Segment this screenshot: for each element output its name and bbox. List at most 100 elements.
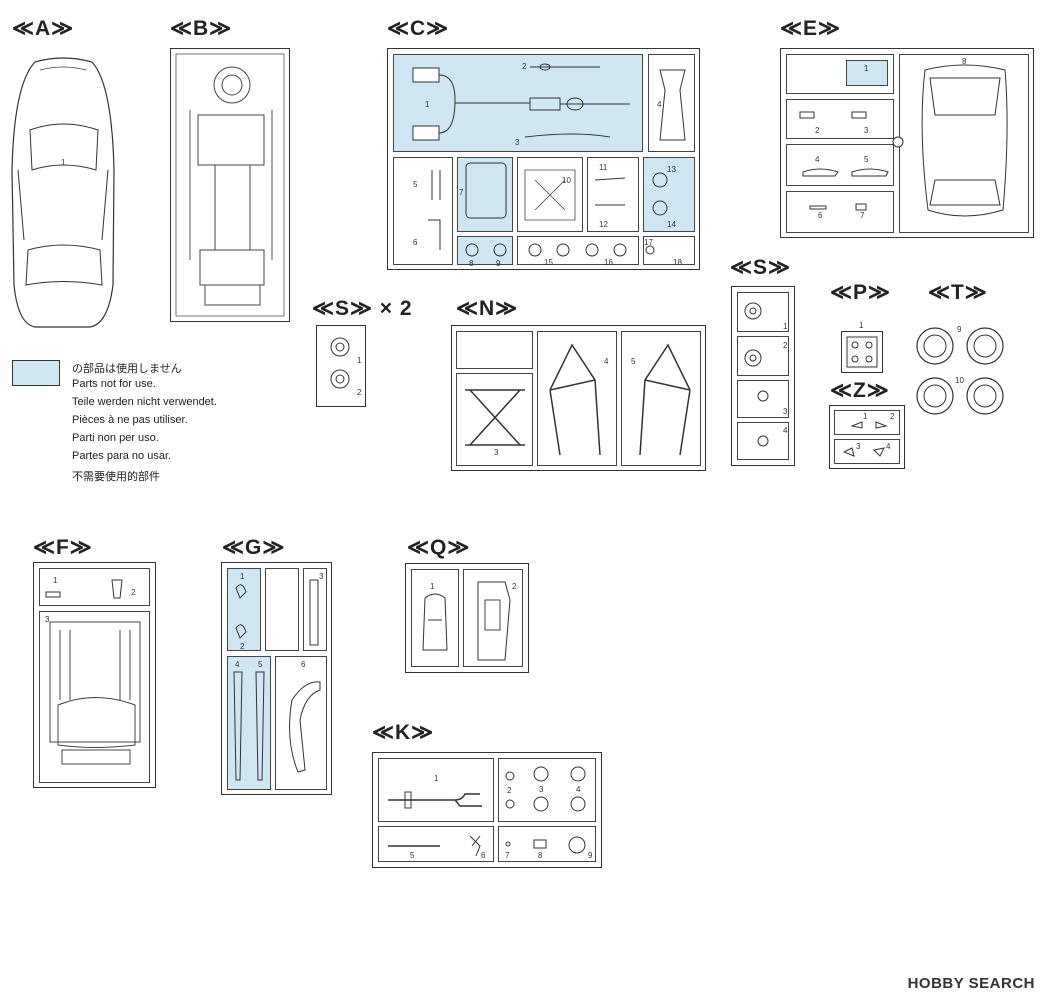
sprue-q-title: ≪Q≫ [407, 536, 471, 559]
part-label: 5 [631, 357, 636, 366]
part-label: 7 [505, 851, 510, 860]
part-label: 1 [357, 356, 362, 365]
sprue-c-cell-15-16 [517, 236, 639, 265]
part-label: 6 [481, 851, 486, 860]
part-label: 3 [856, 442, 861, 451]
sprue-g-cell-1-2 [227, 568, 261, 651]
sprue-g-cell-empty [265, 568, 299, 651]
sprue-e-title: ≪E≫ [780, 17, 841, 40]
sprue-g-title: ≪G≫ [222, 536, 286, 559]
sprue-n-cell-top [456, 331, 533, 369]
part-label: 3 [319, 572, 324, 581]
legend-line-zh: 不需要使用的部件 [72, 471, 160, 483]
legend-line-ja: の部品は使用しません [72, 363, 182, 375]
part-label: 2 [357, 388, 362, 397]
sprue-k-title: ≪K≫ [372, 721, 435, 744]
watermark-logo: HOBBY SEARCH [908, 975, 1035, 992]
part-label: 2 [131, 588, 136, 597]
sprue-a-title: ≪A≫ [12, 17, 75, 40]
part-label: 3 [783, 407, 788, 416]
part-label: 10 [955, 376, 964, 385]
sprue-c-title: ≪C≫ [387, 17, 450, 40]
part-label: 3 [515, 138, 520, 147]
part-label: 1 [425, 100, 430, 109]
sprue-g-cell-3 [303, 568, 327, 651]
part-label: 2 [507, 786, 512, 795]
part-label: 2 [815, 126, 820, 135]
sprue-z-title: ≪Z≫ [830, 379, 890, 402]
sprue-s-x2-frame [316, 325, 366, 407]
part-label: 6 [301, 660, 306, 669]
sprue-t-title: ≪T≫ [928, 281, 988, 304]
part-label: 5 [864, 155, 869, 164]
sprue-n-cell-3 [456, 373, 533, 466]
part-label: 3 [864, 126, 869, 135]
sprue-q-cell-1 [411, 569, 459, 667]
part-label: 5 [413, 180, 418, 189]
sprue-g-cell-6 [275, 656, 327, 790]
sprue-b-title: ≪B≫ [170, 17, 233, 40]
part-label: 18 [673, 258, 682, 267]
sprue-z-cell-1-2 [834, 410, 900, 435]
part-label: 3 [494, 448, 499, 457]
part-label: 14 [667, 220, 676, 229]
sprue-n-cell-5 [621, 331, 701, 466]
part-label: 9 [957, 325, 962, 334]
sprue-k-cell-1 [378, 758, 494, 822]
part-label: 8 [538, 851, 543, 860]
part-label: 2 [240, 642, 245, 651]
part-label: 2 [783, 341, 788, 350]
part-label: 7 [459, 188, 464, 197]
part-label: 2 [890, 412, 895, 421]
part-label: 13 [667, 165, 676, 174]
watermark-text: HOBBY SEARCH [907, 975, 1035, 992]
part-label: 3 [539, 785, 544, 794]
part-label: 1 [240, 572, 245, 581]
part-label: 1 [783, 322, 788, 331]
part-label: 9 [588, 851, 593, 860]
part-label: 1 [430, 582, 435, 591]
sprue-p-frame [841, 331, 883, 373]
sprue-f-cell-3 [39, 611, 150, 783]
part-label: 1 [863, 412, 868, 421]
part-label: 4 [576, 785, 581, 794]
part-label: 12 [599, 220, 608, 229]
sprue-n-title: ≪N≫ [456, 297, 519, 320]
sprue-c-cell-11-12 [587, 157, 639, 232]
legend-line-es: Partes para no usar. [72, 450, 172, 462]
part-label: 1 [61, 158, 66, 167]
legend-swatch [12, 360, 60, 386]
sprue-s-cell-3 [737, 380, 789, 418]
part-label: 2 [512, 582, 517, 591]
part-label: 4 [783, 426, 788, 435]
part-label: 17 [644, 238, 653, 247]
sprue-z-cell-3-4 [834, 439, 900, 464]
part-label: 1 [864, 64, 869, 73]
part-label: 5 [258, 660, 263, 669]
part-label: 4 [657, 100, 662, 109]
sprue-p-title: ≪P≫ [830, 281, 891, 304]
sprue-q-cell-2 [463, 569, 523, 667]
part-label: 1 [434, 774, 439, 783]
part-label: 10 [562, 176, 571, 185]
sprue-f-title: ≪F≫ [33, 536, 93, 559]
sprue-e-cell-2-3 [786, 99, 894, 139]
part-label: 6 [413, 238, 418, 247]
sprue-f-cell-1-2 [39, 568, 150, 606]
part-label: 1 [53, 576, 58, 585]
legend-line-de: Teile werden nicht verwendet. [72, 396, 217, 408]
sprue-e-cell-6-7 [786, 191, 894, 233]
part-label: 7 [860, 211, 865, 220]
